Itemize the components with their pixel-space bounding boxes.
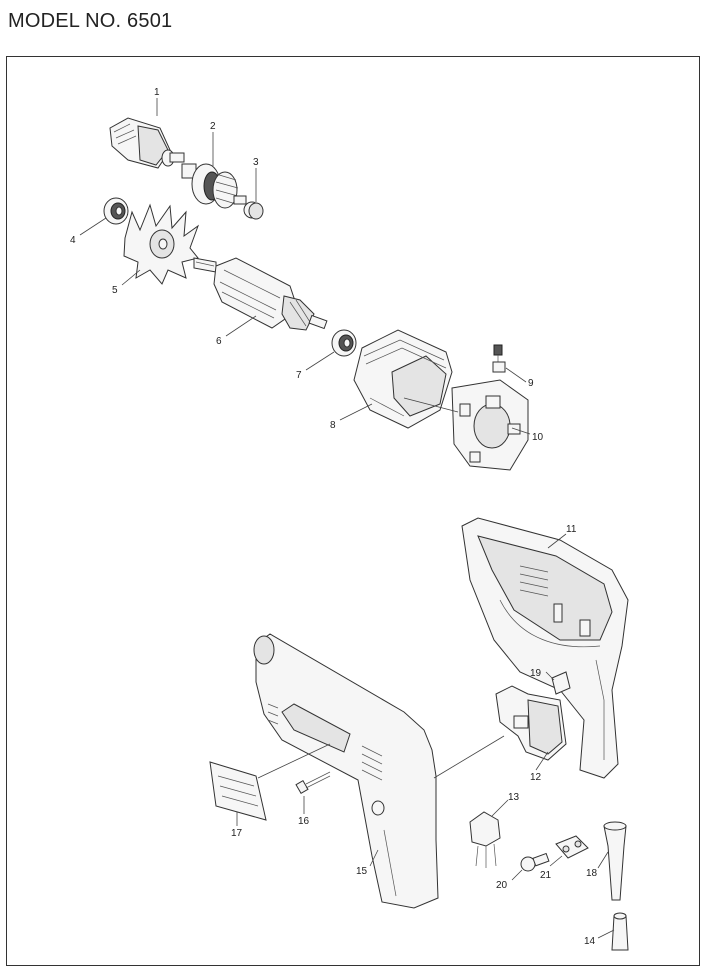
part-1-drill-chuck — [109, 117, 185, 169]
part-19-lock-button — [551, 671, 571, 695]
callout-21: 21 — [540, 870, 552, 881]
part-16-screw — [295, 771, 331, 795]
callout-18: 18 — [586, 868, 598, 879]
part-14-sleeve — [611, 912, 629, 951]
page-title: MODEL NO. 6501 — [8, 10, 173, 32]
part-17-name-plate — [209, 761, 267, 821]
callout-13: 13 — [508, 792, 520, 803]
leader-lines — [79, 98, 615, 939]
part-3-sleeve — [243, 201, 264, 220]
callout-3: 3 — [253, 157, 259, 168]
part-2-spindle-gear — [181, 163, 247, 209]
part-5-fan — [123, 203, 200, 285]
callout-7: 7 — [296, 370, 302, 381]
callout-20: 20 — [496, 880, 508, 891]
callout-1: 1 — [154, 87, 160, 98]
callout-12: 12 — [530, 772, 542, 783]
callout-2: 2 — [210, 121, 216, 132]
part-6-armature — [193, 257, 328, 331]
callout-4: 4 — [70, 235, 76, 246]
callout-labels: 1 2 3 4 5 6 7 8 9 10 11 12 13 14 15 16 1… — [70, 87, 598, 947]
part-11-housing — [461, 517, 629, 779]
part-15-housing-body — [253, 633, 439, 909]
part-12-switch — [495, 685, 567, 761]
part-18-strain-relief — [603, 821, 627, 901]
part-13-capacitor — [469, 811, 501, 868]
part-9-carbon-brush — [492, 344, 506, 373]
part-21-cord-clip — [555, 835, 589, 859]
part-7-ball-bearing — [331, 329, 357, 357]
part-20-screw — [520, 852, 550, 872]
callout-19: 19 — [530, 668, 542, 679]
part-4-ball-bearing — [103, 197, 129, 225]
callout-11: 11 — [566, 524, 577, 535]
callout-17: 17 — [231, 828, 243, 839]
callout-6: 6 — [216, 336, 222, 347]
callout-10: 10 — [532, 432, 544, 443]
callout-14: 14 — [584, 936, 596, 947]
part-10-brush-holder — [451, 379, 529, 471]
callout-5: 5 — [112, 285, 118, 296]
callout-8: 8 — [330, 420, 336, 431]
callout-9: 9 — [528, 378, 534, 389]
callout-16: 16 — [298, 816, 310, 827]
callout-15: 15 — [356, 866, 368, 877]
part-8-field — [353, 329, 453, 429]
